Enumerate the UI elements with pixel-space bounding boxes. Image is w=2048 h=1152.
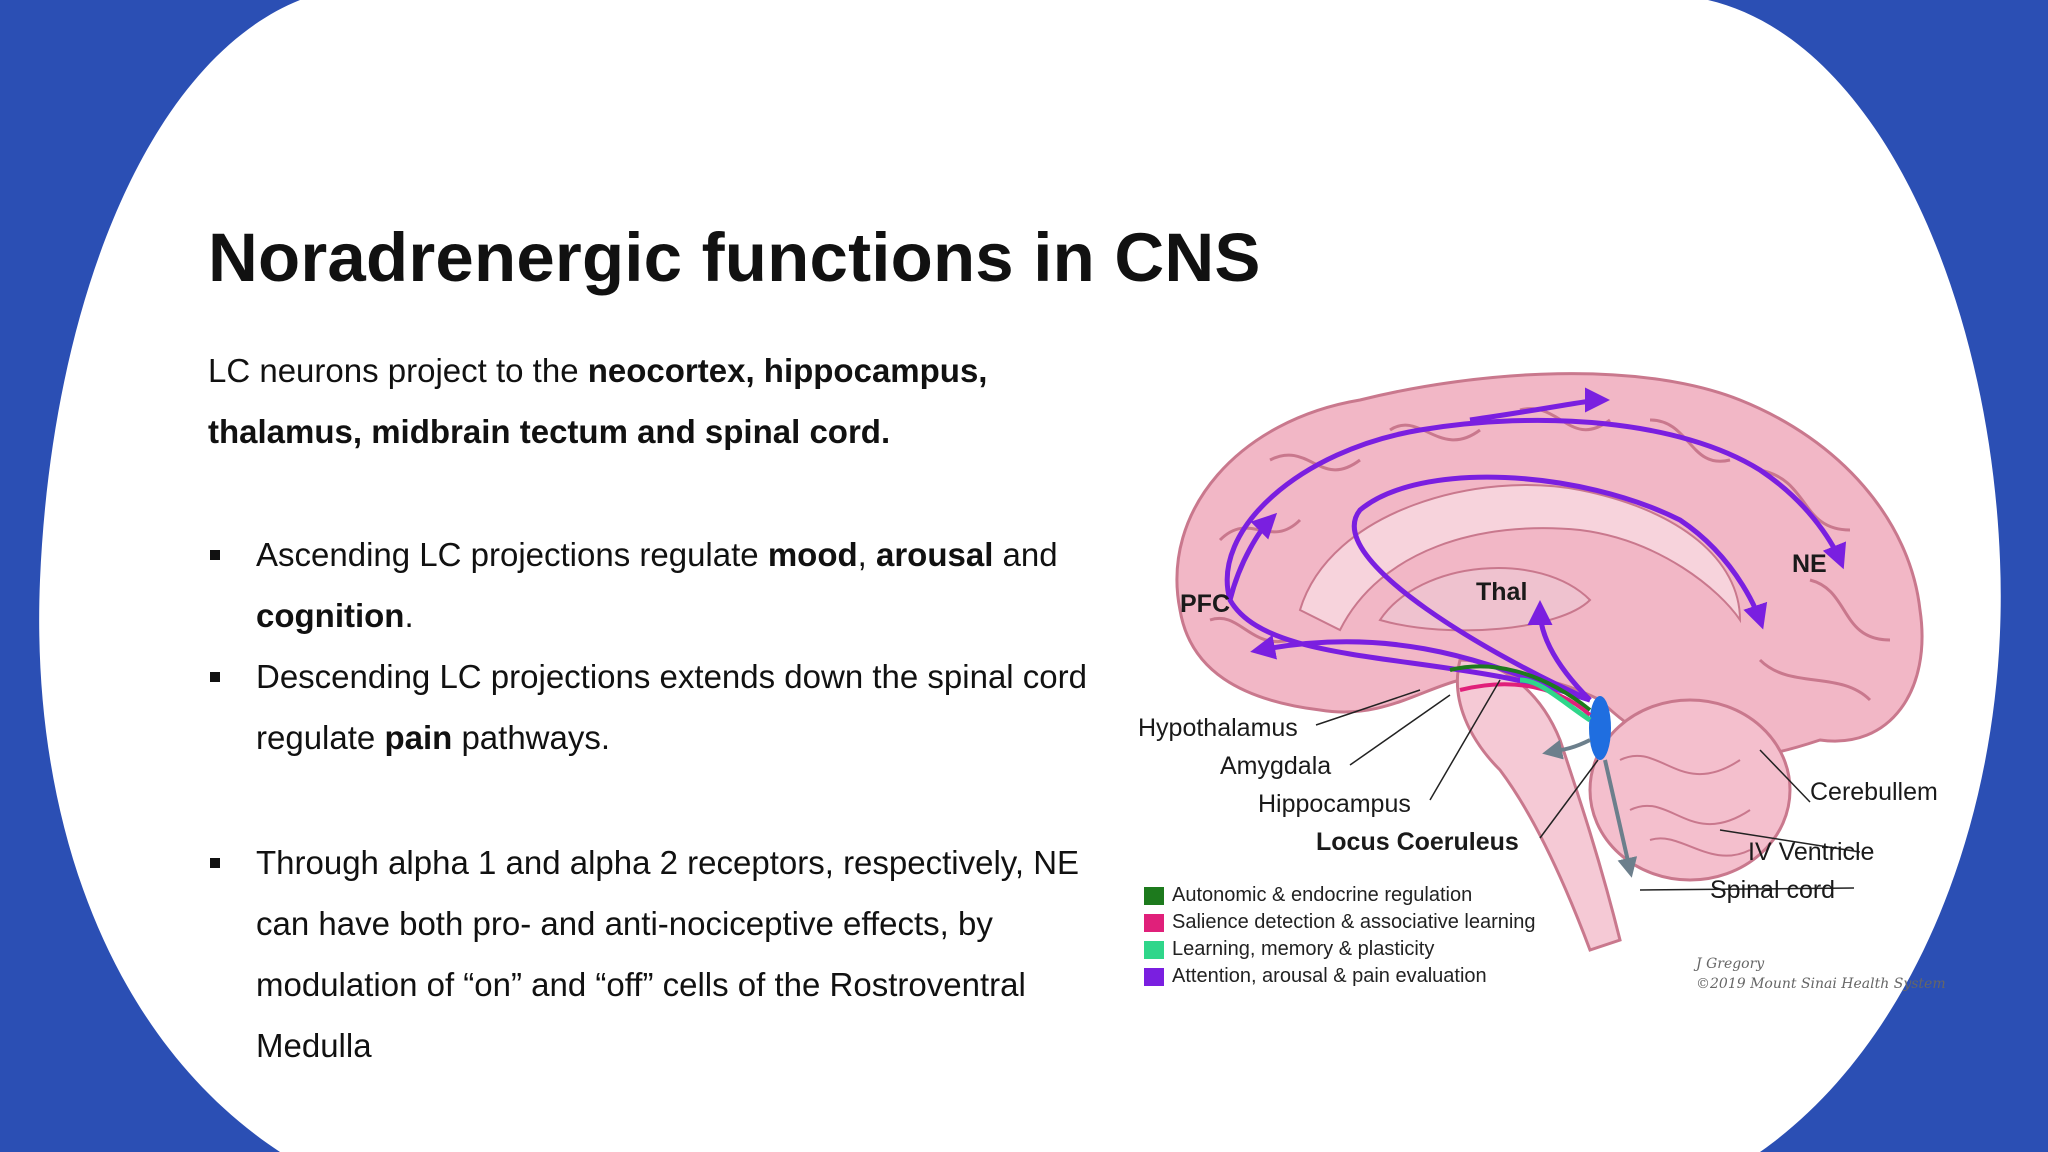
bullet-text: ,: [857, 536, 876, 573]
label-locus-coeruleus: Locus Coeruleus: [1316, 828, 1519, 856]
intro-text: LC neurons project to the: [208, 352, 588, 389]
locus-coeruleus-shape: [1589, 696, 1611, 760]
legend-label: Salience detection & associative learnin…: [1172, 911, 1536, 933]
cerebellum-shape: [1588, 698, 1792, 882]
brain-illustration: [1175, 372, 1924, 952]
bullet-text: Ascending LC projections regulate: [256, 536, 768, 573]
bullet-bold-text: arousal: [875, 536, 994, 573]
label-cerebellum: Cerebullem: [1810, 778, 1938, 806]
label-thal: Thal: [1476, 578, 1528, 606]
label-spinal-cord: Spinal cord: [1710, 876, 1836, 904]
bullet-text: and: [993, 536, 1058, 573]
bullet-list: Through alpha 1 and alpha 2 receptors, r…: [208, 832, 1088, 1076]
label-hypothalamus: Hypothalamus: [1138, 714, 1298, 742]
intro-bold-text: neocortex, hippocampus, thalamus, midbra…: [208, 352, 988, 450]
credit-author: J Gregory: [1696, 956, 1765, 972]
figure-credit: J Gregory ©2019 Mount Sinai Health Syste…: [1696, 954, 1946, 994]
legend-label: Attention, arousal & pain evaluation: [1172, 965, 1487, 987]
label-amygdala: Amygdala: [1220, 752, 1332, 780]
bullet-list: Ascending LC projections regulate mood, …: [208, 524, 1088, 768]
legend-label: Learning, memory & plasticity: [1172, 938, 1435, 960]
legend-label: Autonomic & endocrine regulation: [1172, 884, 1473, 906]
bullet-square-icon: [210, 550, 220, 560]
label-pfc: PFC: [1180, 590, 1230, 618]
credit-copyright: ©2019 Mount Sinai Health System: [1696, 976, 1946, 992]
bullet-square-icon: [210, 672, 220, 682]
bullet-text: Descending LC projections extends down t…: [256, 658, 1087, 756]
label-hippocampus: Hippocampus: [1258, 790, 1411, 818]
legend-item: Attention, arousal & pain evaluation: [1144, 963, 1536, 990]
bullet-item: Descending LC projections extends down t…: [208, 646, 1088, 768]
bullet-item: Through alpha 1 and alpha 2 receptors, r…: [208, 832, 1088, 1076]
intro-paragraph: LC neurons project to the neocortex, hip…: [208, 340, 1108, 462]
corpus-callosum: [1298, 484, 1742, 632]
label-iv-ventricle: IV Ventricle: [1748, 838, 1875, 866]
legend-swatch-icon: [1144, 967, 1164, 986]
legend-item: Learning, memory & plasticity: [1144, 936, 1536, 963]
bullet-text: pathways.: [452, 719, 611, 756]
bullet-bold-text: cognition: [256, 597, 405, 634]
label-ne: NE: [1792, 550, 1827, 578]
diagram-legend: Autonomic & endocrine regulation Salienc…: [1144, 882, 1536, 990]
bullet-bold-text: mood: [767, 536, 858, 573]
bullet-text: Through alpha 1 and alpha 2 receptors, r…: [256, 844, 1080, 1064]
cerebrum-shape: [1175, 372, 1924, 760]
legend-item: Autonomic & endocrine regulation: [1144, 882, 1536, 909]
bullet-square-icon: [210, 858, 220, 868]
legend-swatch-icon: [1144, 913, 1164, 932]
legend-swatch-icon: [1144, 940, 1164, 959]
brain-diagram: PFC Thal NE Hypothalamus Amygdala Hippoc…: [1120, 360, 1960, 1020]
bullet-bold-text: pain: [384, 719, 453, 756]
legend-item: Salience detection & associative learnin…: [1144, 909, 1536, 936]
brainstem-shape: [1455, 658, 1622, 952]
legend-swatch-icon: [1144, 886, 1164, 905]
slide-title: Noradrenergic functions in CNS: [208, 219, 1261, 296]
bullet-item: Ascending LC projections regulate mood, …: [208, 524, 1088, 646]
bullet-text: .: [404, 597, 414, 634]
